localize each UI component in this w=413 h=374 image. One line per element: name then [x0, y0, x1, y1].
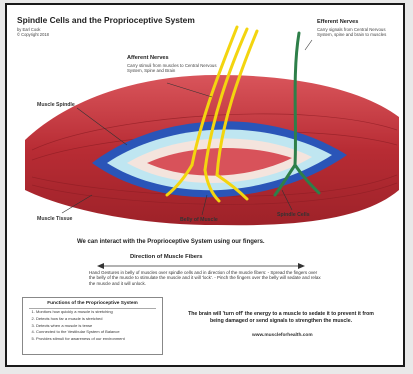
label-belly-of-muscle: Belly of Muscle: [180, 217, 218, 223]
functions-title: Functions of the Proprioceptive System: [23, 301, 162, 306]
poster: Spindle Cells and the Proprioceptive Sys…: [5, 3, 405, 367]
copyright: © Copyright 2018: [17, 32, 49, 37]
functions-box: Functions of the Proprioceptive System M…: [22, 297, 163, 355]
brain-text: The brain will 'turn off' the energy to …: [187, 311, 375, 325]
website: www.muscleforhealth.com: [252, 333, 313, 338]
label-spindle-cells: Spindle Cells: [277, 212, 310, 218]
afferent-desc: Carry stimuli from muscles to Central Ne…: [127, 63, 222, 73]
direction-arrow: [97, 262, 305, 270]
hand-gestures-text: Hand Gestures in belly of muscles over s…: [89, 270, 324, 286]
functions-list: Monitors how quickly a muscle is stretch…: [27, 309, 125, 343]
efferent-title: Efferent Nerves: [317, 19, 358, 25]
page-title: Spindle Cells and the Proprioceptive Sys…: [17, 15, 195, 25]
list-item: Provides stimuli for awareness of our en…: [36, 336, 125, 343]
efferent-desc: Carry signals from Central Nervous Syste…: [317, 27, 395, 37]
list-item: Monitors how quickly a muscle is stretch…: [36, 309, 125, 316]
direction-label: Direction of Muscle Fibers: [130, 254, 202, 260]
list-item: Detects when a muscle is tense: [36, 323, 125, 330]
label-muscle-tissue: Muscle Tissue: [37, 216, 72, 222]
label-muscle-spindle: Muscle Spindle: [37, 102, 75, 108]
interact-text: We can interact with the Proprioceptive …: [77, 239, 265, 245]
afferent-title: Afferent Nerves: [127, 55, 169, 61]
list-item: Connected to the Vestibular System of Ba…: [36, 329, 125, 336]
list-item: Detects how far a muscle is stretched: [36, 316, 125, 323]
